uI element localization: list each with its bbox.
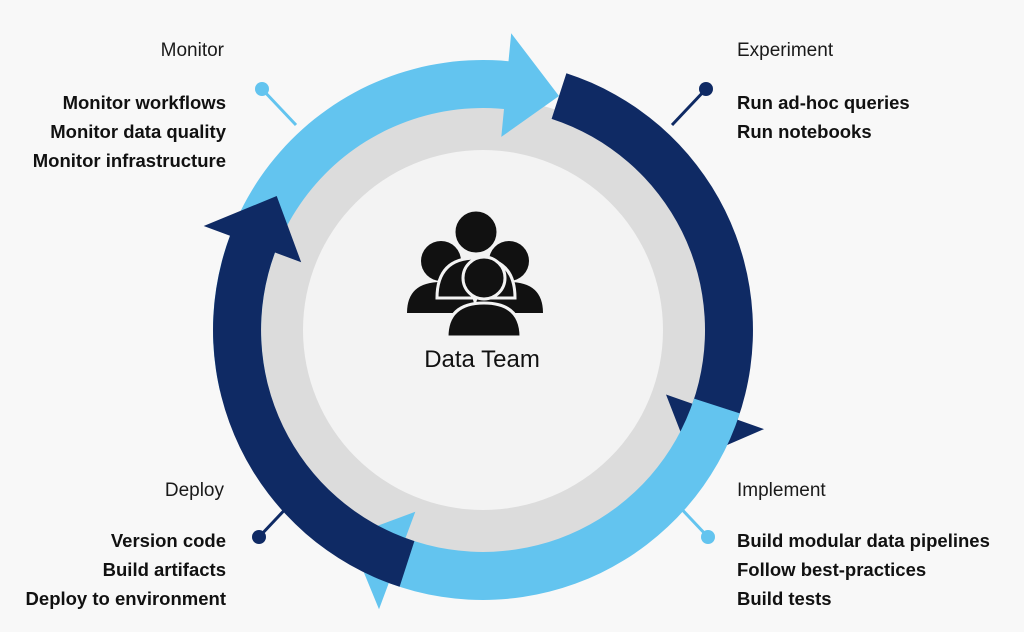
implement-title: Implement — [737, 480, 826, 501]
deploy-items: Version code Build artifacts Deploy to e… — [26, 526, 226, 613]
list-item: Monitor infrastructure — [32, 150, 226, 171]
list-item: Follow best-practices — [737, 559, 927, 580]
list-item: Monitor data quality — [50, 121, 226, 142]
experiment-connector — [670, 82, 713, 127]
list-item: Monitor workflows — [62, 92, 226, 113]
monitor-connector — [255, 82, 298, 127]
cycle-arrows — [203, 33, 764, 610]
center-label: Data Team — [424, 346, 540, 373]
list-item: Build modular data pipelines — [737, 530, 990, 551]
list-item: Deploy to environment — [25, 588, 226, 609]
experiment-title: Experiment — [737, 40, 834, 61]
deploy-to-monitor-arrow — [203, 196, 415, 587]
list-item: Run notebooks — [737, 121, 872, 142]
experiment-items: Run ad-hoc queries Run notebooks — [737, 88, 910, 146]
list-item: Build tests — [737, 588, 832, 609]
implement-items: Build modular data pipelines Follow best… — [737, 526, 990, 613]
monitor-title: Monitor — [160, 40, 224, 61]
list-item: Build artifacts — [102, 559, 226, 580]
monitor-items: Monitor workflows Monitor data quality M… — [33, 88, 226, 175]
list-item: Version code — [110, 530, 226, 551]
people-group-icon — [407, 208, 543, 339]
deploy-title: Deploy — [164, 480, 224, 501]
implement-to-deploy-arrow — [349, 398, 740, 610]
list-item: Run ad-hoc queries — [737, 92, 910, 113]
experiment-to-implement-arrow — [551, 73, 764, 461]
